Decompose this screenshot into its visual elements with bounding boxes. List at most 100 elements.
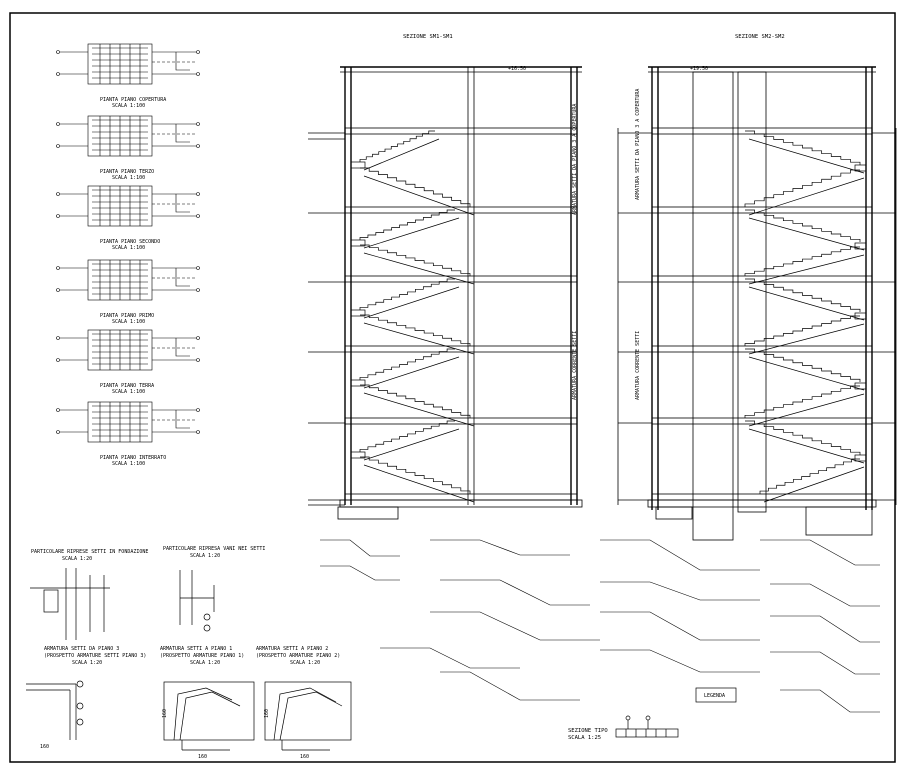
detail-1-title: PARTICOLARE RIPRESE SETTI IN FONDAZIONE	[31, 549, 148, 555]
plan-title-4: PIANTA PIANO PRIMO	[100, 313, 154, 319]
stair-flight-s1-1	[359, 130, 440, 171]
detail-openings	[179, 570, 215, 632]
stair-flight-s2-3	[745, 209, 865, 251]
rebar-shape-12	[770, 651, 880, 675]
stair-flights	[350, 130, 867, 503]
plan-scale-3: SCALA 1:100	[112, 245, 145, 251]
landing-s2-1	[854, 164, 867, 172]
stair-flight-s2-8	[744, 385, 865, 427]
rebar-shape-7	[430, 611, 600, 641]
floor-plan-4	[56, 259, 200, 301]
detail-dim-h2: 160	[264, 709, 270, 718]
stair-flight-s1-9	[359, 420, 460, 461]
stair-flight-s1-3	[359, 209, 460, 249]
rebar-shape-8	[600, 611, 760, 641]
slab-s1-4	[344, 345, 578, 353]
detail-3-subtitle: (PROSPETTO ARMATURE SETTI PIANO 3)	[44, 653, 146, 659]
rebar-shape-4	[440, 579, 590, 606]
floor-plan-5	[56, 329, 200, 371]
rebar-shape-10	[380, 647, 520, 669]
detail-2-scale: SCALA 1:20	[190, 553, 220, 559]
floor-plan-3	[56, 185, 200, 227]
vertical-label-s1-lower: ARMATURA CORRENTE SETTI	[572, 331, 578, 400]
landing-s2-2	[854, 242, 867, 250]
stair-flight-s2-2	[744, 169, 865, 216]
vertical-label-s1-upper: ARMATURA SETTI DA PIANO 3 A COPERTURA	[572, 104, 578, 215]
detail-dim-h1: 160	[162, 709, 168, 718]
plan-scale-6: SCALA 1:100	[112, 461, 145, 467]
stair-flight-s2-4	[744, 246, 865, 285]
rebar-shape-2	[600, 539, 760, 571]
slab-s2-2	[651, 206, 873, 214]
slab-s1-5	[344, 417, 578, 425]
section-title-sm1: SEZIONE SM1-SM1	[403, 34, 453, 40]
floor-slabs	[344, 127, 873, 501]
legend-box	[695, 687, 737, 703]
plan-scale-1: SCALA 1:100	[112, 103, 145, 109]
detail-4-subtitle: (PROSPETTO ARMATURE PIANO 1)	[160, 653, 244, 659]
plan-title-6: PIANTA PIANO INTERRATO	[100, 455, 166, 461]
stair-flight-s2-10	[759, 458, 865, 503]
sheet-border	[9, 12, 896, 763]
floor-plan-6	[56, 401, 200, 443]
detail-dim-2: 160	[198, 754, 207, 760]
plan-scale-4: SCALA 1:100	[112, 319, 145, 325]
stair-flight-s1-6	[360, 314, 475, 355]
rebar-shape-9	[770, 615, 880, 643]
rebar-shape-14	[780, 689, 880, 713]
landing-s2-4	[854, 382, 867, 390]
detail-dim-3: 160	[300, 754, 309, 760]
detail-rebars	[26, 680, 352, 751]
rebar-shape-3	[760, 539, 880, 566]
stair-flight-s2-9	[745, 420, 865, 464]
landing-s1-1	[350, 161, 366, 169]
slab-s2-1	[651, 127, 873, 135]
detail-5-scale: SCALA 1:20	[290, 660, 320, 666]
landing-s2-3	[854, 312, 867, 320]
top-dim-2: +19.50	[690, 66, 708, 72]
stair-flight-s1-7	[359, 348, 460, 389]
vertical-label-s2-upper: ARMATURA SETTI DA PIANO 3 A COPERTURA	[635, 89, 641, 200]
floor-plans	[56, 43, 200, 443]
slab-s2-4	[651, 345, 873, 353]
detail-5-subtitle: (PROSPETTO ARMATURE PIANO 2)	[256, 653, 340, 659]
plan-title-3: PIANTA PIANO SECONDO	[100, 239, 160, 245]
detail-5-title: ARMATURA SETTI A PIANO 2	[256, 646, 328, 652]
detail-1-scale: SCALA 1:20	[62, 556, 92, 562]
floor-plan-2	[56, 115, 200, 157]
detail-2-title: PARTICOLARE RIPRESA VANI NEI SETTI	[163, 546, 265, 552]
detail-foundation	[30, 568, 110, 640]
plan-title-2: PIANTA PIANO TERZO	[100, 169, 154, 175]
plan-scale-5: SCALA 1:100	[112, 389, 145, 395]
stair-flight-s2-6	[744, 315, 865, 355]
rebar-shape-13	[440, 671, 580, 701]
rebar-shape-1	[430, 539, 570, 556]
rebar-shape-5	[600, 581, 760, 601]
typical-section-scale: SCALA 1:25	[568, 735, 601, 741]
detail-dim-1: 160	[40, 744, 49, 750]
slab-s2-6	[651, 493, 873, 501]
slab-s1-6	[344, 493, 578, 501]
slab-s2-5	[651, 417, 873, 425]
legend-box-label: LEGENDA	[704, 693, 725, 699]
detail-3-scale: SCALA 1:20	[72, 660, 102, 666]
stair-flight-s2-7	[745, 348, 865, 391]
rebar-shape-11	[600, 649, 760, 673]
stair-flight-s1-5	[359, 278, 460, 319]
section-title-sm2: SEZIONE SM2-SM2	[735, 34, 785, 40]
section-sm2	[617, 66, 897, 541]
landing-s1-3	[350, 309, 366, 317]
slab-s1-2	[344, 206, 578, 214]
stair-flight-s1-2	[360, 167, 475, 216]
top-dim-1: +16.50	[508, 66, 526, 72]
detail-4-title: ARMATURA SETTI A PIANO 1	[160, 646, 232, 652]
rebar-schedule	[320, 539, 880, 713]
floor-plan-1	[56, 43, 200, 85]
detail-3-title: ARMATURA SETTI DA PIANO 3	[44, 646, 119, 652]
typical-section-drawing	[615, 715, 679, 738]
rebar-shape-15	[320, 539, 400, 557]
vertical-label-s2-lower: ARMATURA CORRENTE SETTI	[635, 331, 641, 400]
landing-s1-4	[350, 379, 366, 387]
